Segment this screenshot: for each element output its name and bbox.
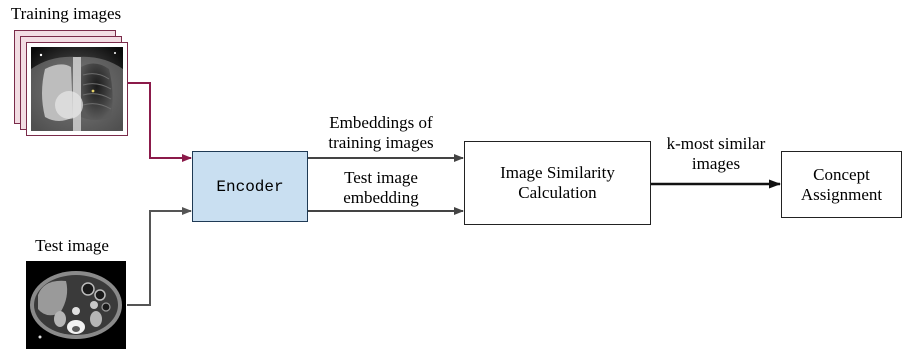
encoder-label: Encoder	[216, 177, 284, 196]
training-embeddings-label: Embeddings of training images	[316, 113, 446, 153]
similarity-line-2: Calculation	[518, 183, 597, 202]
test-to-encoder-arrow	[127, 207, 192, 306]
training-images-label: Training images	[10, 4, 122, 23]
concept-line-1: Concept	[813, 164, 870, 184]
concept-assignment-box: Concept Assignment	[781, 151, 902, 218]
similar-images-line-2: images	[691, 154, 741, 173]
similar-images-label: k-most similar images	[654, 134, 778, 174]
similarity-box: Image Similarity Calculation	[464, 141, 651, 225]
test-image-frame	[26, 261, 126, 349]
training-embeddings-line-2: training images	[328, 133, 434, 152]
training-image-stack	[14, 30, 128, 136]
training-to-encoder-arrow	[127, 82, 192, 162]
chest-xray-image-icon	[31, 47, 123, 131]
encoder-box: Encoder	[192, 151, 308, 222]
test-image-label: Test image	[35, 236, 109, 255]
concept-line-2: Assignment	[800, 184, 883, 204]
stack-card-front	[26, 42, 128, 136]
training-embeddings-line-1: Embeddings of	[329, 113, 433, 132]
test-embedding-line-2: embedding	[343, 188, 419, 207]
test-embedding-label: Test image embedding	[316, 168, 446, 208]
test-embedding-line-1: Test image	[344, 168, 418, 187]
similarity-line-1: Image Similarity	[500, 163, 615, 182]
similar-images-line-1: k-most similar	[666, 134, 766, 153]
abdominal-ct-image-icon	[26, 261, 126, 349]
